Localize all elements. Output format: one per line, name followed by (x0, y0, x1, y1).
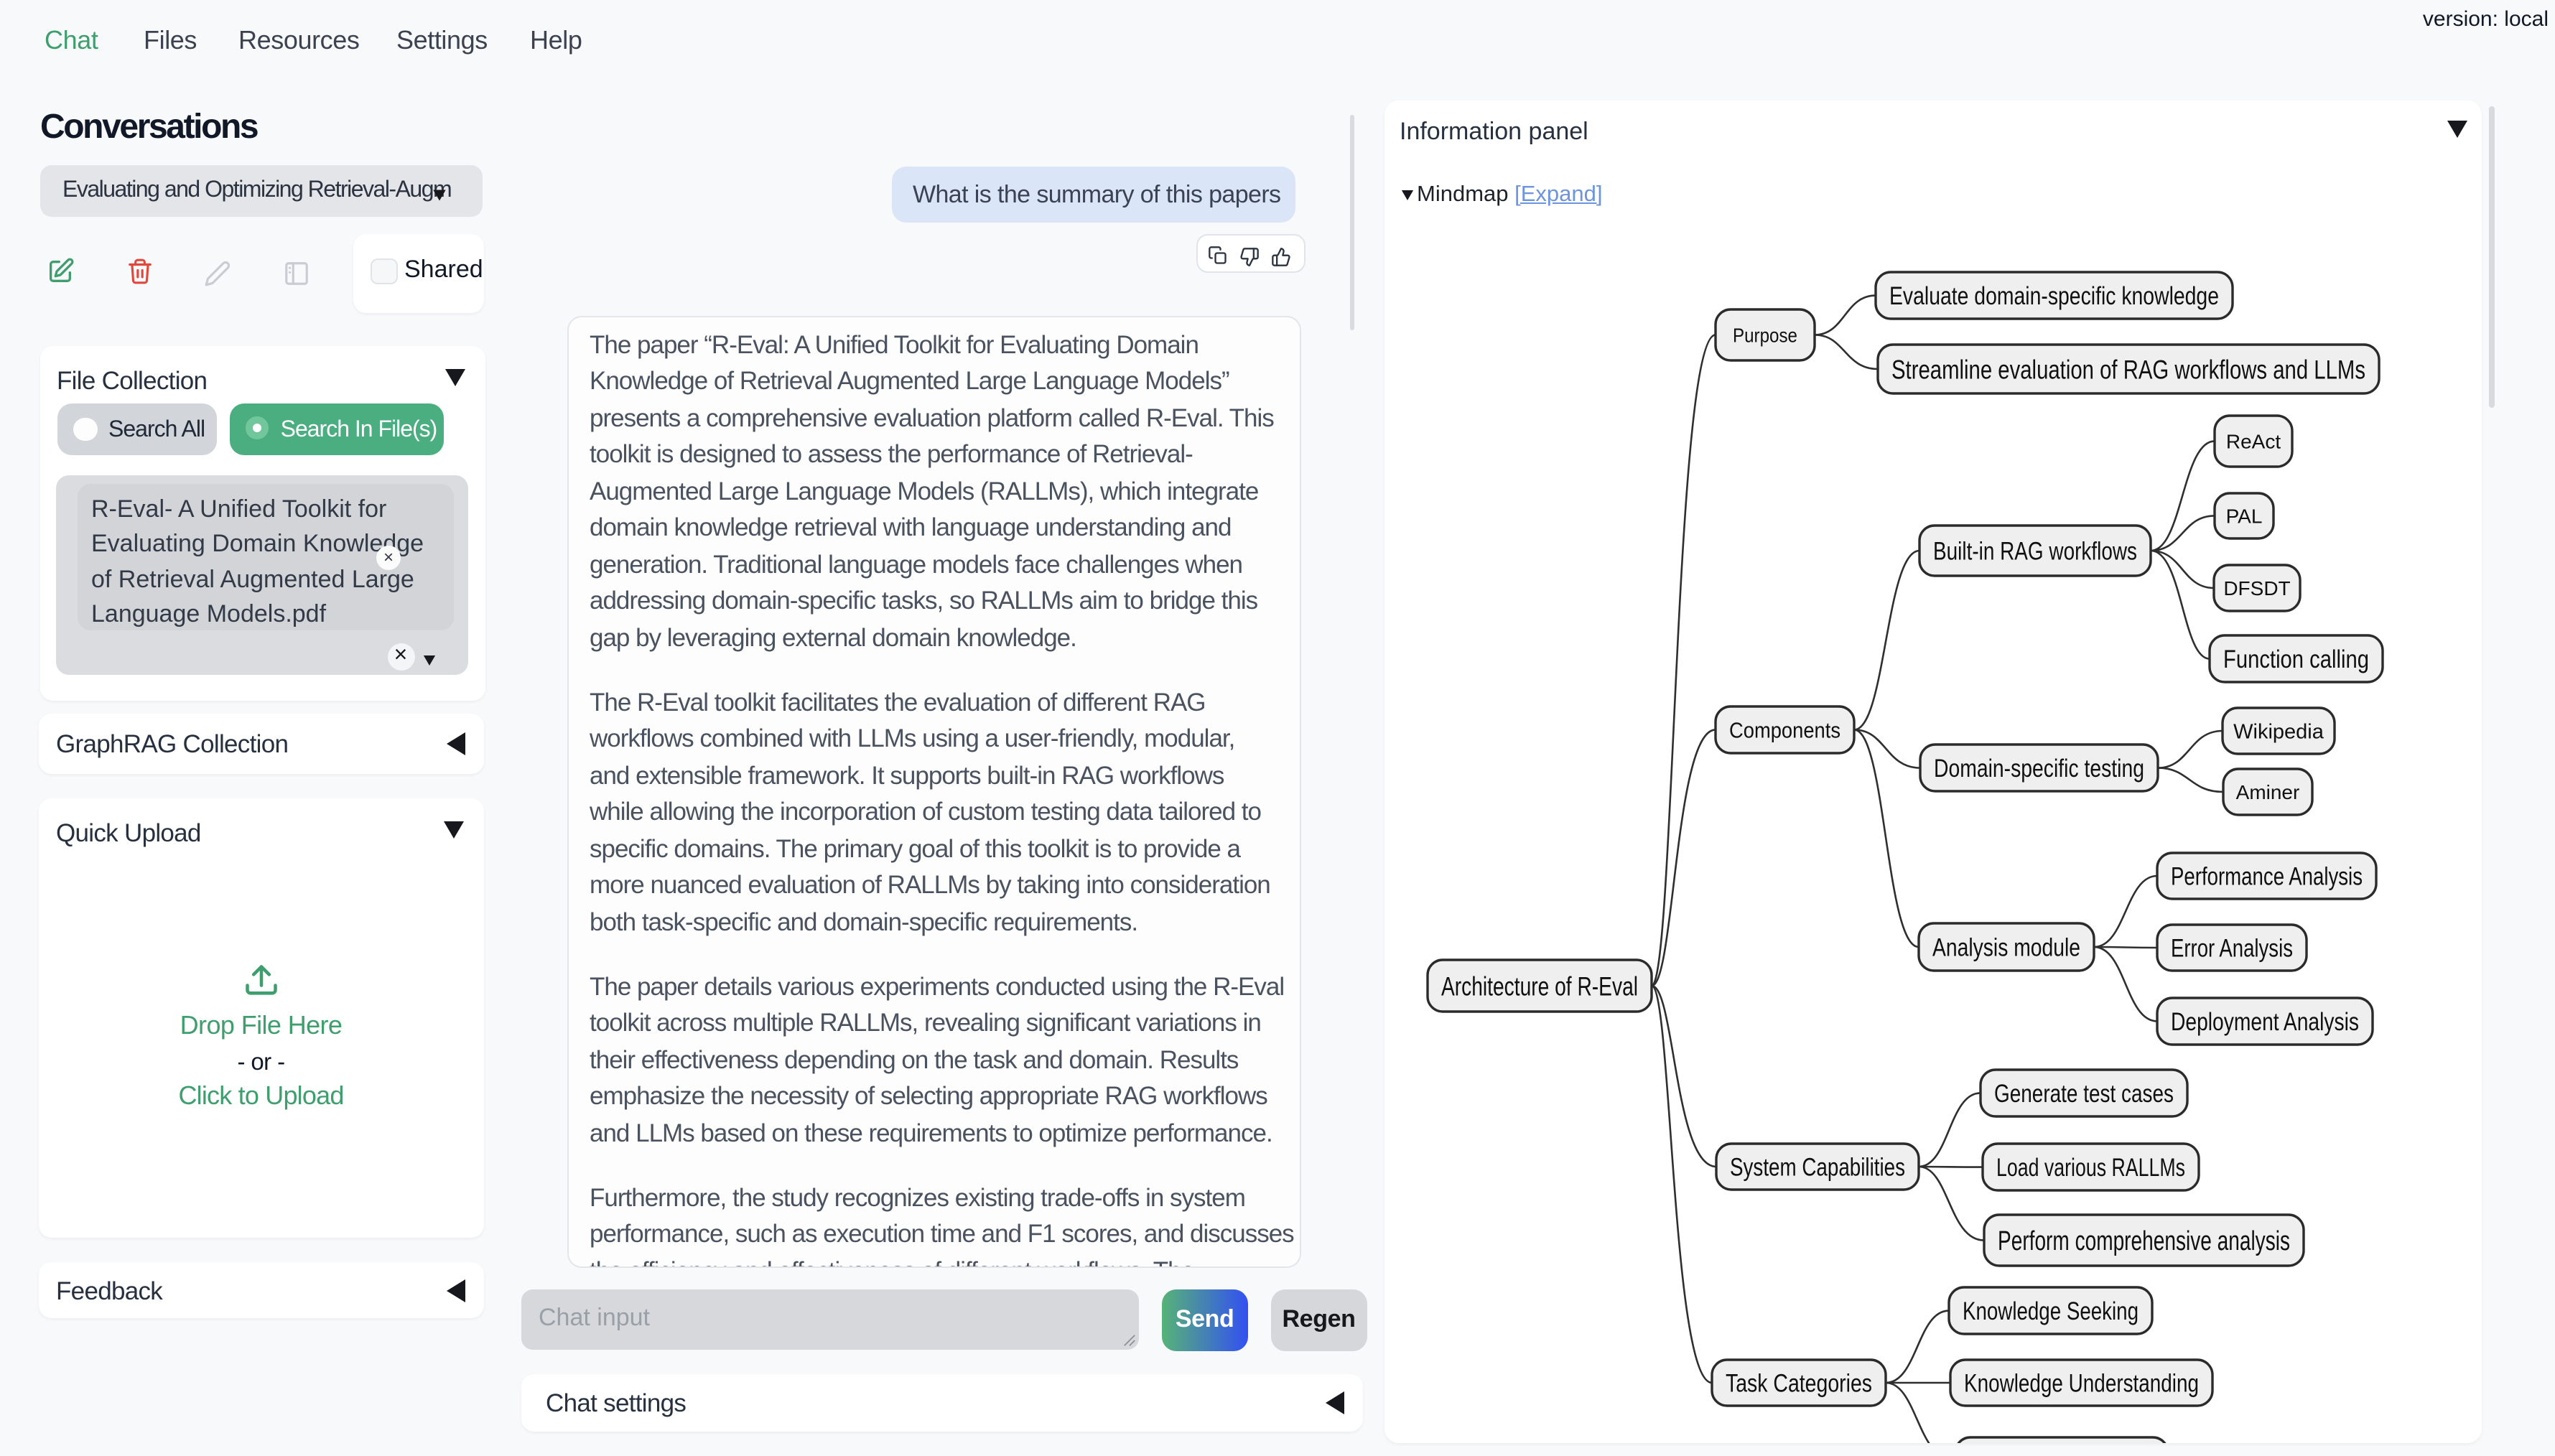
svg-text:System Capabilities: System Capabilities (1729, 1154, 1904, 1182)
svg-text:Error Analysis: Error Analysis (2170, 935, 2292, 963)
svg-text:Load various RALLMs: Load various RALLMs (1996, 1154, 2184, 1182)
svg-text:Analysis module: Analysis module (1932, 934, 2080, 962)
svg-text:ReAct: ReAct (2225, 431, 2280, 453)
svg-text:Components: Components (1728, 718, 1840, 743)
svg-text:PAL: PAL (2225, 505, 2262, 528)
svg-text:Aminer: Aminer (2235, 781, 2299, 803)
svg-text:Wikipedia: Wikipedia (2233, 720, 2324, 743)
svg-text:Purpose: Purpose (1732, 325, 1797, 347)
svg-text:DFSDT: DFSDT (2223, 577, 2289, 599)
svg-text:Domain-specific testing: Domain-specific testing (1933, 755, 2144, 783)
svg-text:Deployment Analysis: Deployment Analysis (2170, 1008, 2358, 1036)
svg-text:Streamline evaluation of RAG w: Streamline evaluation of RAG workflows a… (1891, 355, 2365, 384)
svg-text:Task Categories: Task Categories (1725, 1370, 1871, 1398)
svg-text:Knowledge Understanding: Knowledge Understanding (1963, 1370, 2198, 1398)
svg-text:Built-in RAG workflows: Built-in RAG workflows (1932, 538, 2136, 566)
svg-text:Evaluate domain-specific knowl: Evaluate domain-specific knowledge (1889, 282, 2218, 310)
svg-text:Performance Analysis: Performance Analysis (2170, 863, 2362, 891)
svg-text:Perform comprehensive analysis: Perform comprehensive analysis (1997, 1226, 2289, 1256)
svg-text:Function calling: Function calling (2223, 645, 2368, 673)
svg-text:Knowledge Seeking: Knowledge Seeking (1962, 1297, 2138, 1325)
svg-text:Generate test cases: Generate test cases (1993, 1080, 2173, 1108)
svg-text:Architecture of R-Eval: Architecture of R-Eval (1441, 971, 1637, 1001)
